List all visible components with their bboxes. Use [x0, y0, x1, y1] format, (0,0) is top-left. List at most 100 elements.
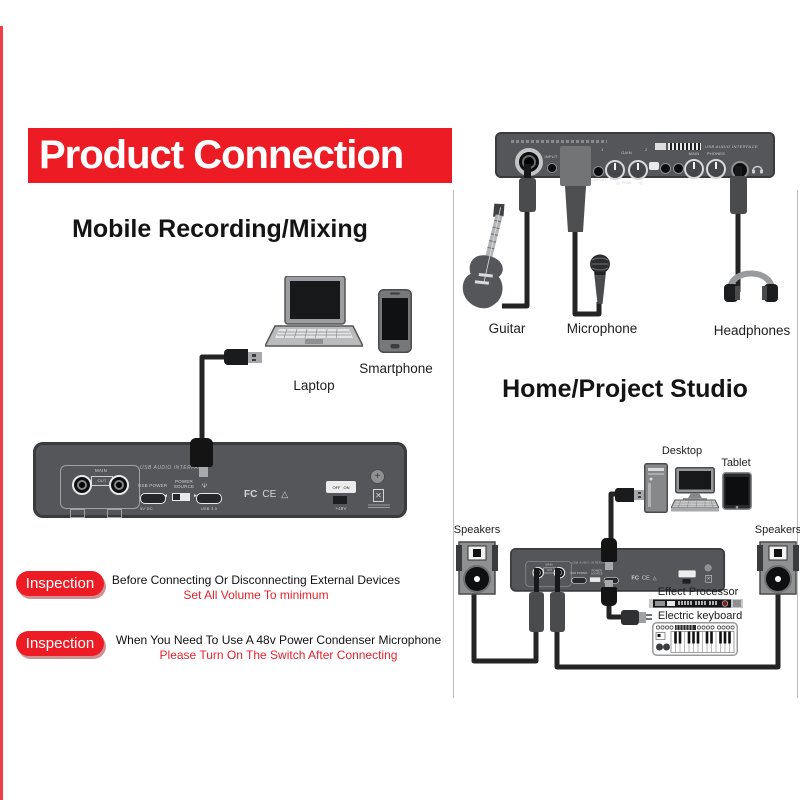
usb-c-tip — [605, 580, 613, 588]
made-in-microtext — [368, 504, 390, 508]
main-out-jack-left — [72, 475, 92, 495]
fcc-mark: FC — [244, 489, 258, 500]
laptop-usb-cable — [199, 354, 226, 440]
smartphone-label: Smartphone — [359, 361, 433, 376]
usb-c-plug-icon — [601, 587, 617, 606]
headphone-glyph-icon — [752, 165, 763, 174]
headphones-label: Headphones — [713, 323, 791, 338]
brand-text: USB AUDIO INTERFACE — [571, 561, 610, 565]
midi-plug-collar — [639, 612, 646, 623]
output-plug-icon — [550, 592, 565, 632]
inspection-2-line1: When You Need To Use A 48v Power Condens… — [115, 633, 442, 647]
usb-data-port — [196, 493, 222, 504]
page-title: Product Connection — [28, 128, 452, 183]
left-edge-red-strip — [0, 26, 3, 800]
panel-microtext — [511, 140, 607, 143]
inspection-2-line2: Please Turn On The Switch After Connecti… — [159, 648, 398, 662]
microphone-icon — [590, 254, 610, 304]
low-cut-label: LOW CUT — [590, 178, 607, 182]
inspection-badge-2: Inspection — [16, 631, 104, 656]
main-knob-label: MAIN — [688, 151, 700, 156]
arrow-right-icon: ► — [193, 493, 198, 499]
meter-segments — [668, 143, 701, 150]
phones-knob — [706, 159, 726, 179]
usb-c-tip — [199, 467, 208, 477]
inspection-1-line2: Set All Volume To minimum — [183, 588, 329, 602]
midi-plug-icon — [621, 610, 639, 625]
peak-led-2 — [639, 181, 643, 185]
output-plug-shaft — [555, 568, 560, 594]
inspection-note-2: When You Need To Use A 48v Power Condens… — [106, 633, 451, 663]
guitar-icon — [462, 203, 505, 309]
phones-knob-label: PHONES — [706, 151, 726, 156]
usb-a-plug-icon — [224, 349, 248, 365]
computer-keyboard-icon — [671, 499, 719, 512]
output-plug-icon — [529, 592, 544, 632]
speaker-right-label: Speakers — [754, 524, 800, 536]
input2-number: 2 — [645, 147, 648, 152]
main-out-group: MAIN OUT — [60, 465, 140, 509]
function-button-1 — [660, 163, 671, 174]
main-label: MAIN — [545, 562, 553, 566]
guitar-plug-shaft — [524, 164, 531, 182]
level-meter — [655, 143, 701, 150]
smartphone-icon — [378, 289, 412, 353]
usb-c-plug-icon — [601, 538, 617, 562]
interface-front-panel: INPUT LOW CUT 1 GAIN 2 PEAK USB AUDIO IN… — [495, 132, 775, 185]
input1-number: 1 — [601, 147, 604, 152]
desktop-tower-icon — [644, 463, 668, 513]
usb-c-plug-icon — [190, 438, 213, 467]
peak-led-1 — [616, 181, 620, 185]
headphone-plug-shaft — [735, 166, 742, 178]
laptop-icon — [265, 276, 363, 347]
screw-icon — [703, 563, 713, 573]
low-cut-button — [593, 166, 604, 177]
monitor-icon — [675, 467, 715, 501]
meter-cell — [655, 143, 666, 150]
speaker-left-cable — [471, 588, 539, 664]
usb-power-port — [571, 577, 587, 584]
usb-c-tip — [605, 562, 613, 570]
midi-keyboard-icon — [652, 622, 738, 656]
guitar-label: Guitar — [488, 321, 526, 336]
certification-marks: FC CE △ — [631, 575, 656, 581]
main-out-group: MAIN OUT — [525, 561, 572, 587]
column-divider-right — [797, 190, 798, 698]
speaker-icon — [456, 541, 498, 595]
usb-power-port — [140, 493, 166, 504]
main-knob — [684, 159, 704, 179]
brand-text: USB AUDIO INTERFACE — [140, 465, 207, 471]
switch-knob — [173, 494, 180, 500]
peak-label: PEAK — [622, 181, 632, 185]
ce-mark: CE — [262, 489, 277, 500]
weee-bin-icon: ✕ — [373, 489, 384, 502]
jack-tag-left — [70, 509, 85, 518]
usb-a-tip — [248, 352, 262, 363]
gain-knob-1 — [605, 160, 625, 180]
usb-a-tip — [634, 490, 647, 500]
xlr-plug-body — [560, 146, 591, 186]
usb-port-label: USB 3.0 — [200, 506, 218, 511]
off-label: OFF — [332, 484, 341, 490]
inspection-badge-1: Inspection — [16, 571, 104, 596]
mobile-section-heading: Mobile Recording/Mixing — [72, 215, 368, 243]
phantom-switch-plate — [678, 570, 696, 578]
recycle-triangle-icon: △ — [652, 575, 657, 581]
on-label: ON — [343, 484, 350, 490]
phantom-slide-switch — [682, 579, 691, 584]
column-divider-left — [453, 190, 454, 698]
dc-label: 5V DC — [140, 506, 153, 511]
headphones-icon — [724, 270, 778, 302]
laptop-label: Laptop — [293, 378, 335, 393]
usb-power-label: USB POWER — [138, 483, 168, 488]
guitar-plug-icon — [519, 178, 536, 212]
gain-label: GAIN — [621, 150, 632, 155]
midi-plug-pin — [646, 613, 652, 616]
power-source-label: POWER SOURCE — [173, 479, 195, 489]
power-source-label: POWER SOURCE — [590, 569, 603, 576]
phantom-label: +48V — [335, 506, 347, 511]
inspection-1-line1: Before Connecting Or Disconnecting Exter… — [111, 573, 401, 587]
usb-icon: Ψ — [202, 484, 208, 490]
phantom-slide-switch — [333, 496, 347, 504]
